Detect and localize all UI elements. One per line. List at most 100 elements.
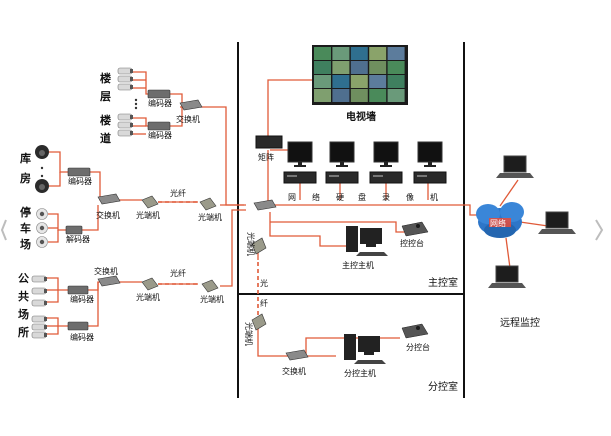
dome-camera-icon bbox=[36, 222, 48, 234]
monitor-base bbox=[424, 165, 436, 167]
dvr-recorder-device bbox=[325, 171, 359, 184]
devices bbox=[65, 45, 576, 364]
tv-wall bbox=[312, 45, 408, 105]
area-public-char: 所 bbox=[18, 325, 29, 339]
bullet-camera-icon bbox=[117, 75, 133, 83]
encoder-label: 编码器 bbox=[148, 98, 172, 108]
dvr-panel bbox=[417, 175, 427, 177]
bullet-camera-icon bbox=[31, 323, 47, 331]
main-console-label: 控控台 bbox=[400, 238, 424, 248]
optical-transceiver-device bbox=[251, 237, 267, 255]
tv-wall-label: 电视墙 bbox=[346, 110, 376, 123]
dvr-recorder-device bbox=[283, 171, 317, 184]
bullet-camera-icon bbox=[117, 83, 133, 91]
dvr-layer bbox=[283, 171, 447, 184]
matrix-label-char: 矩 bbox=[258, 152, 266, 162]
bullet-camera-lens bbox=[44, 301, 47, 305]
matrix-label-char: 阵 bbox=[266, 152, 274, 162]
decoder-device bbox=[65, 225, 83, 235]
bullet-camera-lens bbox=[44, 277, 47, 281]
next-arrow-icon[interactable] bbox=[595, 219, 604, 241]
tv-wall-screen bbox=[350, 75, 368, 88]
switch-label: 交换机 bbox=[94, 266, 118, 276]
bullet-camera-body bbox=[31, 323, 47, 331]
tv-wall-screen bbox=[332, 61, 350, 74]
encoder-label: 编码器 bbox=[68, 176, 92, 186]
optical-transceiver-label: 光端机 bbox=[198, 212, 222, 222]
optical-transceiver-label: 光端机 bbox=[136, 292, 160, 302]
sub-room-label: 分控室 bbox=[428, 380, 458, 393]
tv-wall-screen bbox=[387, 47, 405, 60]
dvr-body bbox=[413, 171, 447, 184]
monitor-stand bbox=[340, 162, 344, 165]
bullet-camera-icon bbox=[117, 113, 133, 121]
bullet-camera-body bbox=[31, 287, 47, 295]
encoder-device bbox=[67, 285, 89, 295]
bullet-camera-lens bbox=[130, 123, 133, 127]
bullet-camera-icon bbox=[31, 287, 47, 295]
switch-label: 交换机 bbox=[96, 210, 120, 220]
tv-wall-screen bbox=[314, 89, 331, 102]
bullet-camera-body bbox=[31, 299, 47, 307]
area-parking-char: 车 bbox=[20, 221, 31, 235]
area-public-char: 场 bbox=[18, 307, 29, 321]
encoder-device bbox=[147, 121, 171, 131]
area-warehouse-char: 房 bbox=[20, 171, 31, 185]
bullet-camera-body bbox=[117, 129, 133, 137]
camera-layer bbox=[31, 67, 138, 339]
tv-wall-screen bbox=[332, 89, 350, 102]
monitor-icon bbox=[287, 141, 313, 167]
monitor-screen bbox=[373, 141, 399, 163]
fiber-links bbox=[158, 201, 259, 318]
sub-host-computer bbox=[344, 334, 386, 364]
fiber-label-vertical-char: 光 bbox=[260, 278, 268, 288]
area-building-char: 层 bbox=[99, 90, 111, 103]
tv-wall-screen bbox=[332, 47, 350, 60]
bullet-camera-body bbox=[117, 75, 133, 83]
ellipsis-dot bbox=[40, 166, 44, 170]
tv-wall-screen bbox=[387, 89, 405, 102]
dome-camera-icon bbox=[36, 236, 48, 248]
monitor-screen bbox=[417, 141, 443, 163]
prev-arrow-icon[interactable] bbox=[0, 219, 7, 241]
dvr-caption-char: 硬 bbox=[336, 193, 344, 202]
bullet-camera-body bbox=[117, 83, 133, 91]
optical-transceiver-device bbox=[141, 195, 159, 209]
encoder-device bbox=[67, 321, 89, 331]
laptop-icon bbox=[496, 155, 534, 178]
bullet-camera-lens bbox=[130, 69, 133, 73]
tv-wall-screen bbox=[369, 61, 387, 74]
switch-device bbox=[253, 199, 277, 211]
laptop-keyboard bbox=[496, 173, 534, 178]
dvr-caption-char: 录 bbox=[382, 193, 390, 202]
matrix-device bbox=[255, 135, 283, 149]
dvr-recorder-device bbox=[369, 171, 403, 184]
switch-label: 交换机 bbox=[176, 114, 200, 124]
tv-wall-screen bbox=[314, 61, 331, 74]
laptop-icon bbox=[488, 265, 526, 288]
tv-wall-screen bbox=[369, 89, 387, 102]
area-building-char: 道 bbox=[100, 131, 111, 145]
dvr-panel bbox=[373, 175, 383, 177]
bullet-camera-body bbox=[117, 113, 133, 121]
bullet-camera-lens bbox=[130, 85, 133, 89]
bullet-camera-body bbox=[117, 67, 133, 75]
optical-transceiver-device bbox=[141, 277, 159, 291]
bullet-camera-body bbox=[31, 275, 47, 283]
monitor-stand bbox=[428, 162, 432, 165]
switch-label: 交换机 bbox=[282, 366, 306, 376]
optical-transceiver-label: 光端机 bbox=[200, 294, 224, 304]
tv-wall-screen bbox=[369, 75, 387, 88]
switch-device bbox=[97, 275, 121, 287]
bullet-camera-icon bbox=[31, 331, 47, 339]
ellipsis-dot bbox=[40, 174, 44, 178]
area-building-char: 楼 bbox=[100, 71, 111, 85]
encoder-label: 编码器 bbox=[148, 130, 172, 140]
bullet-camera-icon bbox=[31, 299, 47, 307]
dvr-body bbox=[325, 171, 359, 184]
encoder-label: 编码器 bbox=[70, 294, 94, 304]
monitor-screen bbox=[329, 141, 355, 163]
dome-camera-lens bbox=[39, 184, 45, 190]
bullet-camera-icon bbox=[117, 121, 133, 129]
